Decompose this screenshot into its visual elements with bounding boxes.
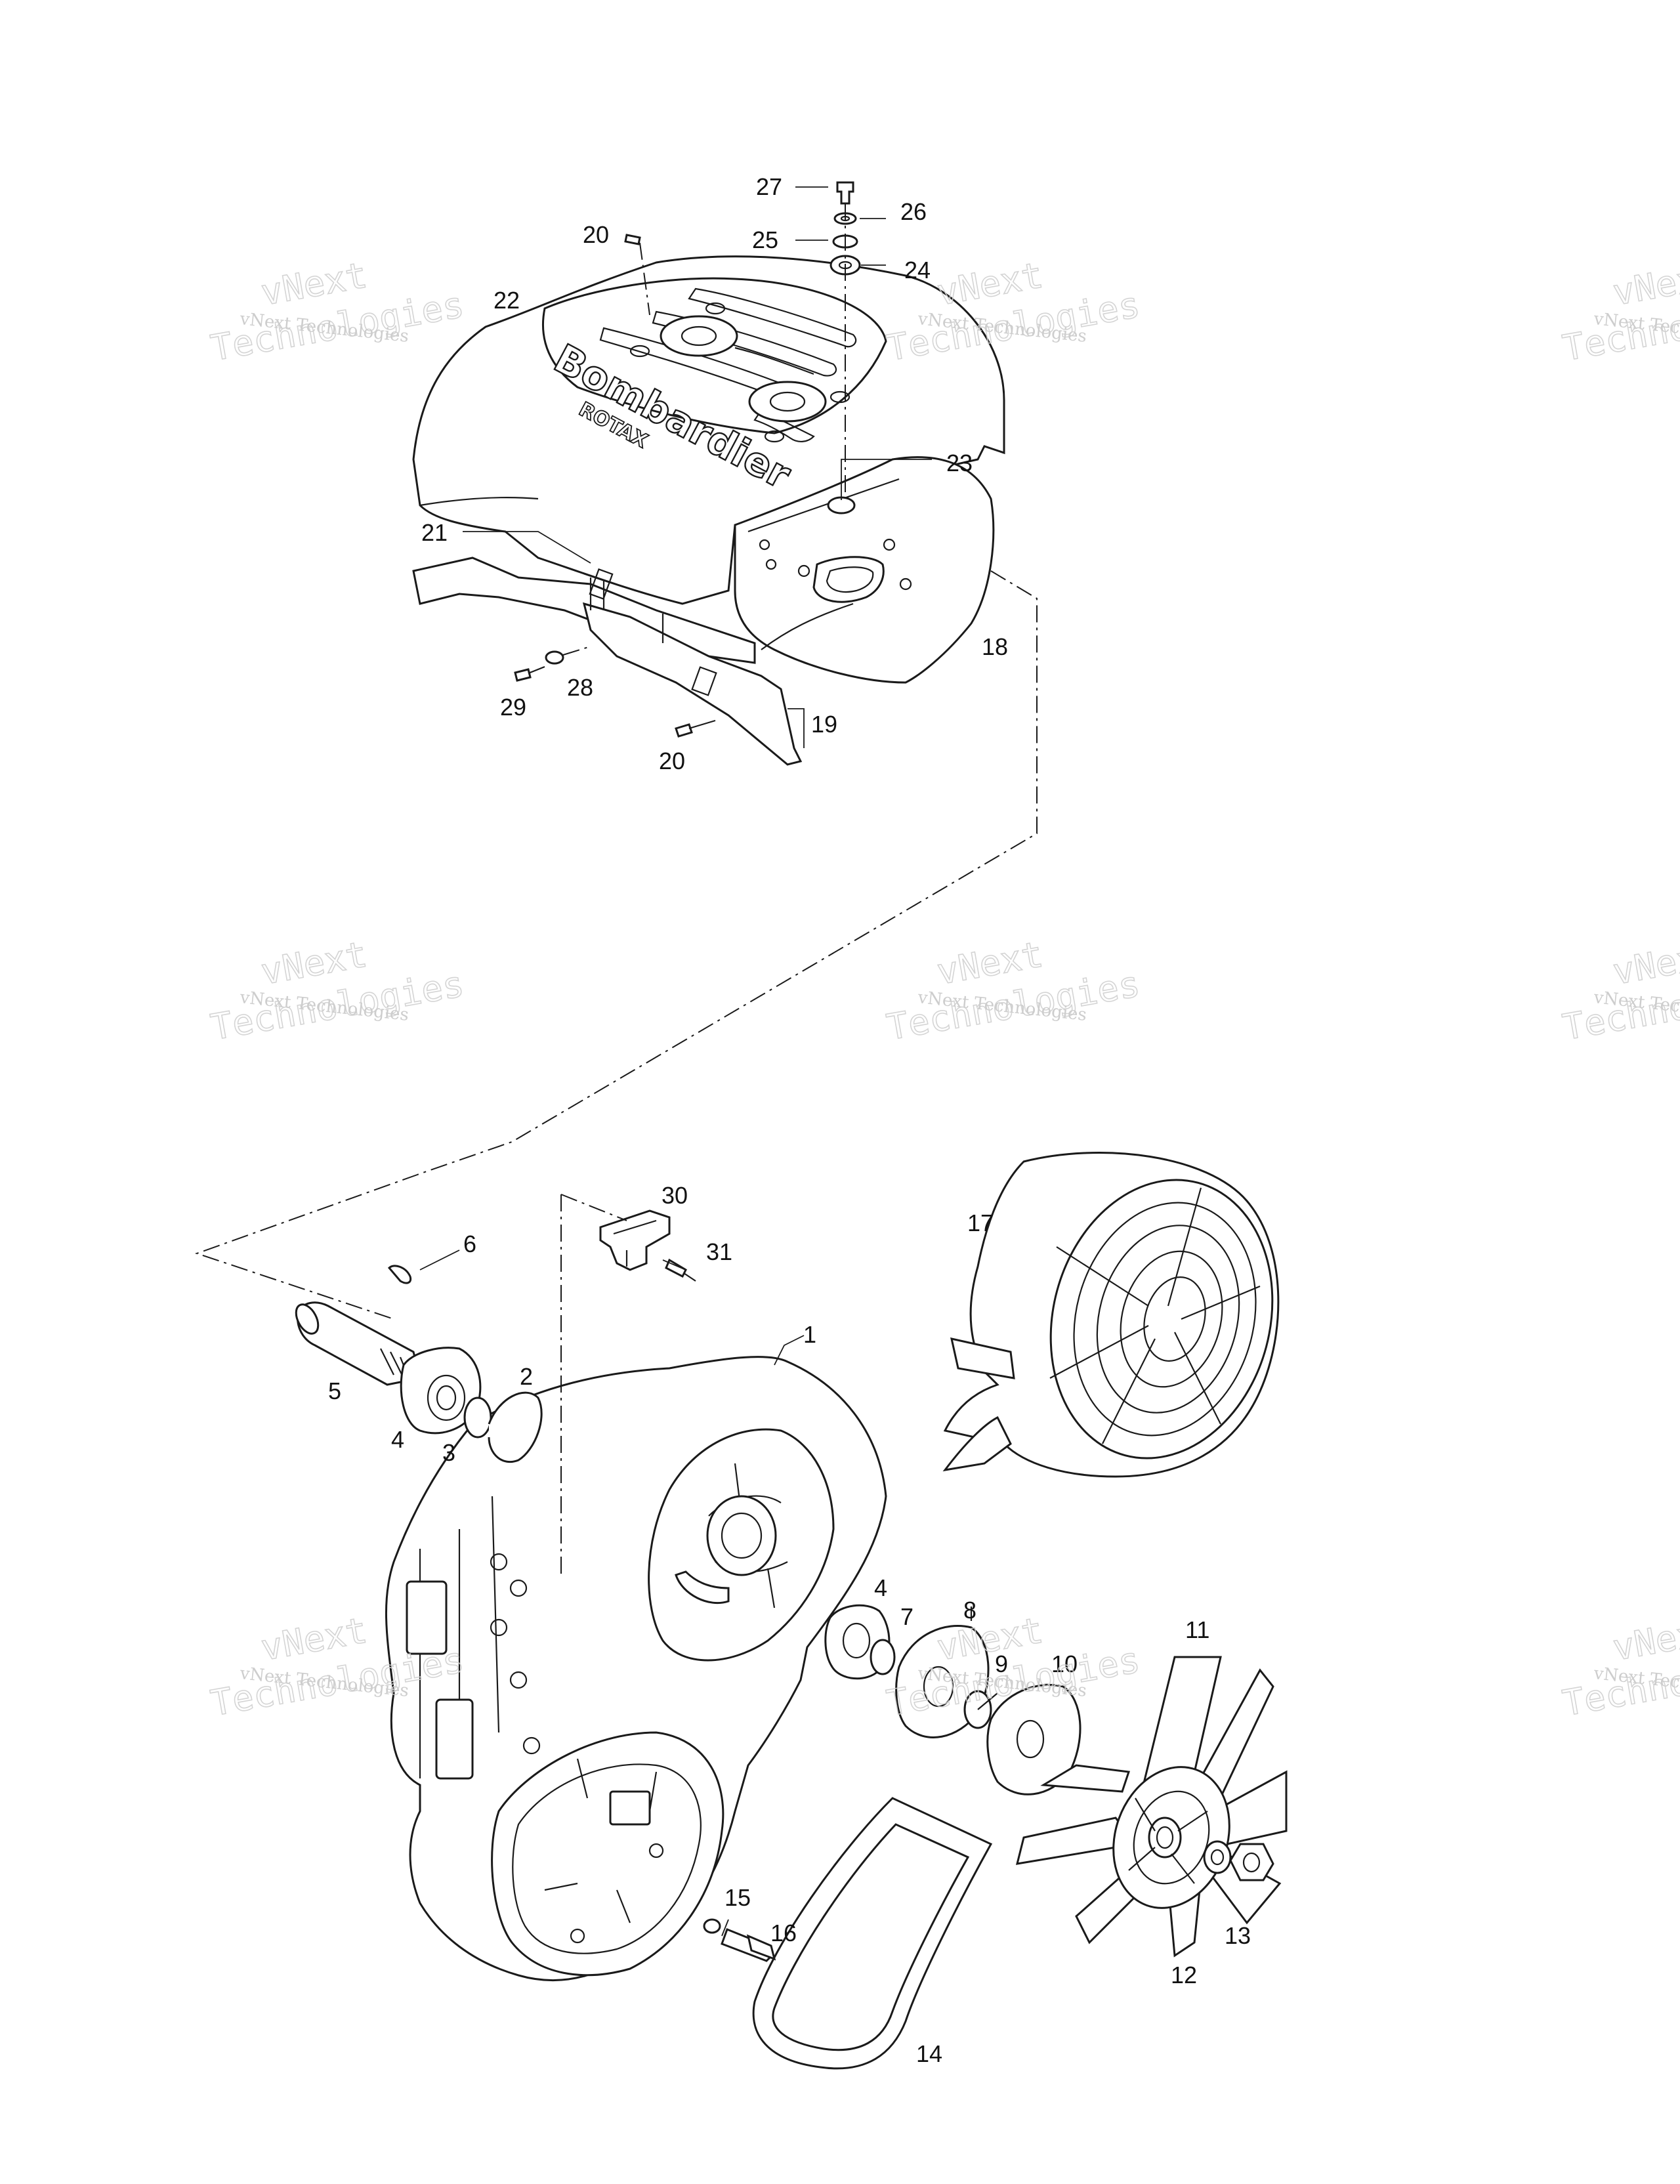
callout-15: 15 bbox=[724, 1884, 751, 1911]
callout-14: 14 bbox=[916, 2040, 942, 2067]
watermark-big-line1: vNext bbox=[1610, 255, 1680, 314]
callout-18: 18 bbox=[982, 633, 1008, 660]
part-30-clip bbox=[599, 1209, 671, 1271]
cover-boss-left bbox=[660, 315, 738, 357]
callout-13: 13 bbox=[1225, 1922, 1251, 1949]
assembly-dash-line bbox=[194, 570, 1038, 1320]
engine-cover-assembly: Bombardier ROTAX bbox=[412, 181, 1005, 766]
callout-3: 3 bbox=[442, 1439, 455, 1466]
part-2-circlip bbox=[488, 1391, 543, 1463]
watermark-big-line1: vNext bbox=[1610, 934, 1680, 993]
callout-31: 31 bbox=[706, 1238, 732, 1265]
callout-16: 16 bbox=[770, 1920, 797, 1946]
callout-10: 10 bbox=[1051, 1650, 1078, 1677]
part-20-screw-bottom bbox=[675, 723, 693, 738]
callout-12: 12 bbox=[1171, 1962, 1197, 1988]
part-27-bolt bbox=[836, 181, 854, 205]
callout-30: 30 bbox=[662, 1182, 688, 1209]
callout-21: 21 bbox=[421, 519, 448, 546]
part-3-spacer bbox=[463, 1396, 492, 1438]
part-17-fan-shroud bbox=[942, 1152, 1280, 1478]
cover-boss-right bbox=[748, 381, 827, 423]
callout-1: 1 bbox=[803, 1321, 816, 1348]
callout-20-top: 20 bbox=[583, 221, 609, 248]
callout-9: 9 bbox=[995, 1650, 1008, 1677]
part-7-washer bbox=[870, 1639, 896, 1675]
fan-housing-assembly bbox=[295, 1152, 1288, 2070]
part-13-nut bbox=[1229, 1843, 1274, 1881]
part-20-screw-top bbox=[624, 234, 641, 245]
watermark-big-line1: vNext bbox=[1610, 1610, 1680, 1669]
callout-27: 27 bbox=[756, 173, 782, 200]
callout-5: 5 bbox=[328, 1377, 341, 1404]
part-15-washer bbox=[703, 1918, 721, 1934]
part-29-screw bbox=[514, 668, 532, 682]
callout-28: 28 bbox=[567, 674, 593, 701]
callout-23: 23 bbox=[946, 450, 973, 476]
part-28-washer bbox=[545, 650, 564, 665]
callout-7: 7 bbox=[900, 1603, 914, 1630]
callout-4-rear: 4 bbox=[391, 1426, 404, 1453]
part-19-bracket bbox=[582, 602, 803, 766]
callout-6: 6 bbox=[463, 1230, 476, 1257]
callout-11: 11 bbox=[1185, 1616, 1209, 1643]
callout-26: 26 bbox=[900, 198, 927, 225]
housing-slot-lower bbox=[435, 1698, 474, 1780]
part-11-fan bbox=[1015, 1656, 1288, 1958]
callout-19: 19 bbox=[811, 711, 837, 738]
callout-22: 22 bbox=[494, 287, 520, 314]
callout-20-bottom: 20 bbox=[659, 747, 685, 774]
callout-24: 24 bbox=[904, 257, 931, 284]
callout-25: 25 bbox=[752, 226, 778, 253]
callout-17: 17 bbox=[967, 1209, 994, 1236]
part-6-key bbox=[387, 1265, 412, 1284]
callout-4-front: 4 bbox=[874, 1574, 887, 1601]
callout-2: 2 bbox=[520, 1363, 533, 1390]
housing-slot-upper bbox=[406, 1580, 448, 1655]
callout-29: 29 bbox=[500, 694, 526, 721]
callout-labels: 27 26 25 24 20 22 23 21 18 28 29 19 20 3… bbox=[328, 173, 1251, 2067]
part-12-washer bbox=[1203, 1840, 1232, 1874]
cover-fastener-stack bbox=[830, 181, 861, 499]
callout-8: 8 bbox=[963, 1597, 976, 1624]
